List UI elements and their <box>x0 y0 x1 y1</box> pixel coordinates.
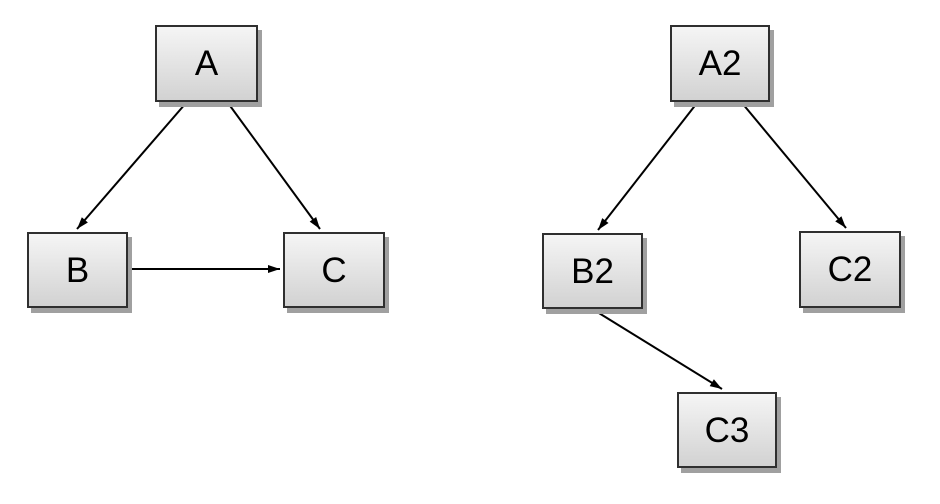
edge-A2-C2[interactable] <box>741 102 847 229</box>
node-label: A2 <box>698 44 742 83</box>
edge-A-B[interactable] <box>76 102 187 230</box>
node-B[interactable]: B <box>27 232 128 308</box>
node-label: B2 <box>571 251 614 291</box>
node-C2[interactable]: C2 <box>799 231 901 308</box>
node-C3[interactable]: C3 <box>677 392 777 468</box>
node-A[interactable]: A <box>155 25 258 102</box>
node-B2[interactable]: B2 <box>542 233 643 309</box>
node-label: C <box>321 250 347 290</box>
node-label: B <box>65 250 90 290</box>
edge-A-C[interactable] <box>227 102 321 230</box>
edge-B2-C3[interactable] <box>593 309 723 390</box>
node-A2[interactable]: A2 <box>670 25 770 102</box>
node-label: C2 <box>827 250 873 289</box>
node-label: C3 <box>704 410 750 450</box>
edge-A2-B2[interactable] <box>597 102 698 231</box>
node-C[interactable]: C <box>283 232 385 308</box>
node-label: A <box>194 44 219 83</box>
